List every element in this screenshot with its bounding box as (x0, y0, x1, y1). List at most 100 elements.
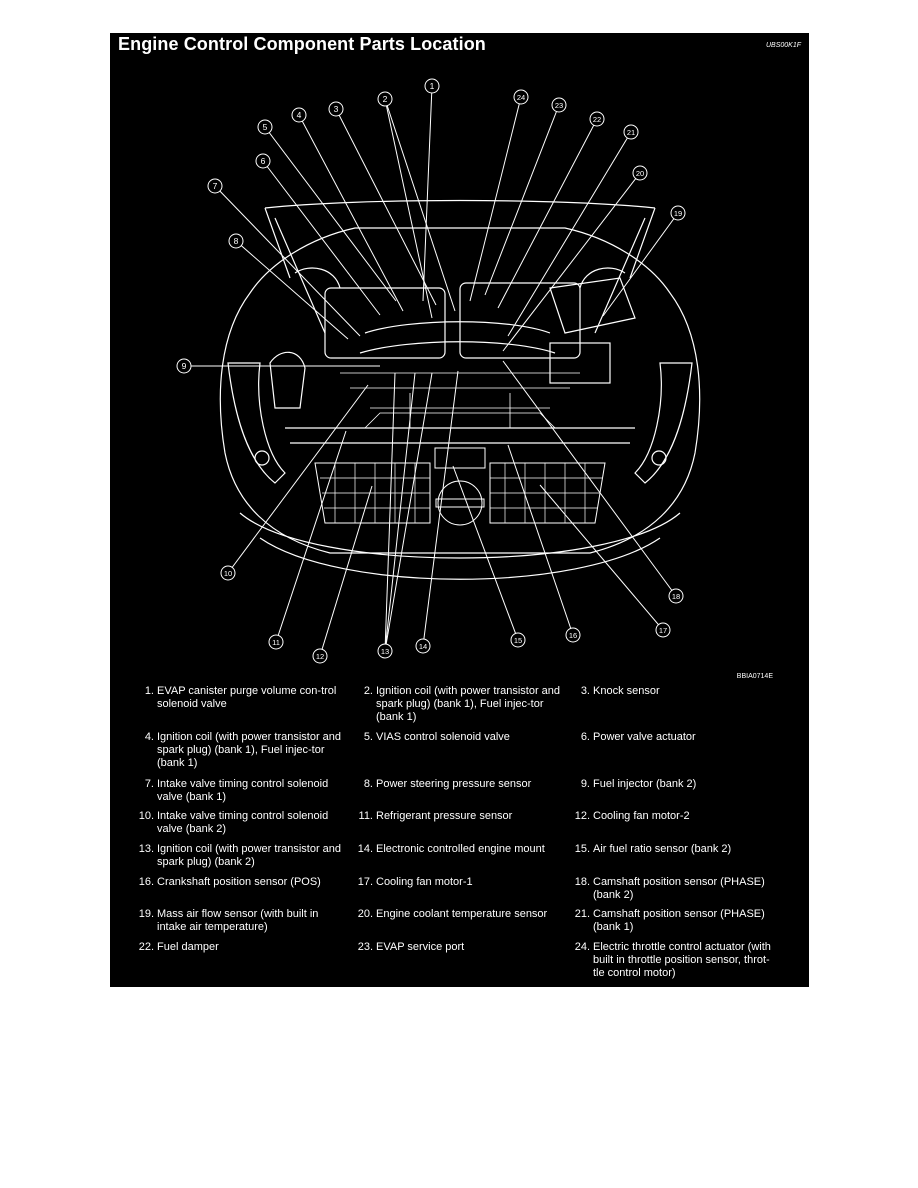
callout-label: 12 (316, 652, 324, 661)
legend-text: Cooling fan motor-1 (376, 876, 473, 888)
callout-circle (328, 101, 344, 117)
leader-line (384, 98, 456, 312)
callout-label: 17 (659, 626, 667, 635)
callout-circle (623, 124, 639, 140)
legend-text: Power valve actuator (593, 731, 696, 743)
callout-24: 24 (469, 89, 529, 302)
callout-label: 3 (334, 104, 339, 114)
legend-text: EVAP canister purge volume con-trol sole… (157, 685, 337, 710)
legend-number: 22. (138, 941, 154, 953)
legend-number: 6. (580, 731, 590, 743)
callout-circle (655, 622, 671, 638)
callout-4: 4 (291, 107, 404, 312)
callout-label: 19 (674, 209, 682, 218)
legend-text: Intake valve timing control solenoid val… (157, 778, 329, 803)
leader-line (502, 360, 677, 597)
engine-detail (340, 372, 580, 428)
callout-8: 8 (228, 233, 349, 340)
callout-13: 13 (377, 372, 433, 659)
legend-number: 14. (357, 843, 373, 855)
callout-circle (257, 119, 273, 135)
legend-number: 12. (574, 810, 590, 822)
callout-6: 6 (255, 153, 381, 316)
legend-number: 21. (574, 908, 590, 920)
callout-2: 2 (377, 91, 456, 319)
legend-text: VIAS control solenoid valve (376, 731, 510, 743)
leader-line (227, 384, 369, 574)
leader-line (384, 372, 416, 652)
legend-text: Ignition coil (with power transistor and… (157, 731, 342, 769)
callout-circle (513, 89, 529, 105)
legend-text: Fuel damper (157, 941, 219, 953)
leader-line (422, 370, 459, 647)
strut-tower-right (579, 267, 626, 289)
callout-label: 5 (263, 122, 268, 132)
callout-label: 7 (213, 181, 218, 191)
callout-label: 1 (430, 81, 435, 91)
callout-circle (632, 165, 648, 181)
callout-circle (268, 634, 284, 650)
legend-number: 3. (580, 685, 590, 697)
callout-18: 18 (502, 360, 684, 604)
leader-line (539, 484, 664, 631)
grille-right-bars (490, 463, 602, 523)
legend-number: 11. (358, 810, 373, 822)
document-code: UBS00K1F (765, 42, 801, 49)
legend-number: 15. (574, 843, 590, 855)
body-outline (219, 227, 701, 554)
callout-label: 2 (383, 94, 388, 104)
leader-line (235, 240, 349, 340)
leader-line (384, 98, 433, 319)
legend-text: Electric throttle control actuator (with… (593, 941, 771, 979)
leader-line (264, 126, 397, 302)
strut-tower-left (294, 267, 341, 289)
leader-line (502, 172, 641, 352)
callout-label: 13 (381, 647, 389, 656)
legend-text: Camshaft position sensor (PHASE) (bank 1… (593, 908, 765, 933)
engine-cover-right (459, 282, 581, 359)
engine-cover-left (324, 287, 446, 359)
callout-circle (377, 91, 393, 107)
legend-number: 13. (138, 843, 154, 855)
leader-line (384, 372, 396, 652)
callout-5: 5 (257, 119, 397, 302)
legend-text: Crankshaft position sensor (POS) (157, 876, 321, 888)
callout-label: 11 (272, 638, 280, 647)
callout-circle (670, 205, 686, 221)
leader-line (497, 118, 598, 309)
callout-15: 15 (452, 465, 526, 648)
radiator-support (285, 427, 635, 444)
legend-number: 5. (363, 731, 373, 743)
emblem-icon (437, 480, 483, 526)
legend-number: 17. (357, 876, 373, 888)
legend-number: 7. (144, 778, 154, 790)
callout-circle (291, 107, 307, 123)
callout-circle (415, 638, 431, 654)
callout-label: 24 (517, 93, 525, 102)
legend-number: 20. (357, 908, 373, 920)
left-headlight (227, 362, 286, 484)
leader-line (335, 108, 437, 306)
grille-left-bars (320, 463, 430, 523)
leader-line (275, 430, 347, 643)
callout-label: 10 (224, 569, 232, 578)
legend-text: Ignition coil (with power transistor and… (157, 843, 342, 868)
right-foglamp (651, 450, 667, 466)
legend-text: Fuel injector (bank 2) (593, 778, 697, 790)
callout-22: 22 (497, 111, 605, 309)
callout-label: 21 (627, 128, 635, 137)
callout-circle (207, 178, 223, 194)
legend-text: Intake valve timing control solenoid val… (157, 810, 329, 835)
callout-circle (565, 627, 581, 643)
callout-label: 15 (514, 636, 522, 645)
legend-text: Electronic controlled engine mount (376, 843, 545, 855)
legend-text: Knock sensor (593, 685, 660, 697)
legend-text: Engine coolant temperature sensor (376, 908, 548, 920)
legend-text: Air fuel ratio sensor (bank 2) (593, 843, 732, 855)
callout-label: 14 (419, 642, 427, 651)
callout-circle (228, 233, 244, 249)
diagram-panel: Engine Control Component Parts Location … (110, 33, 809, 987)
hood-open-edge (264, 199, 656, 279)
left-foglamp (254, 450, 270, 466)
callout-circle (220, 565, 236, 581)
